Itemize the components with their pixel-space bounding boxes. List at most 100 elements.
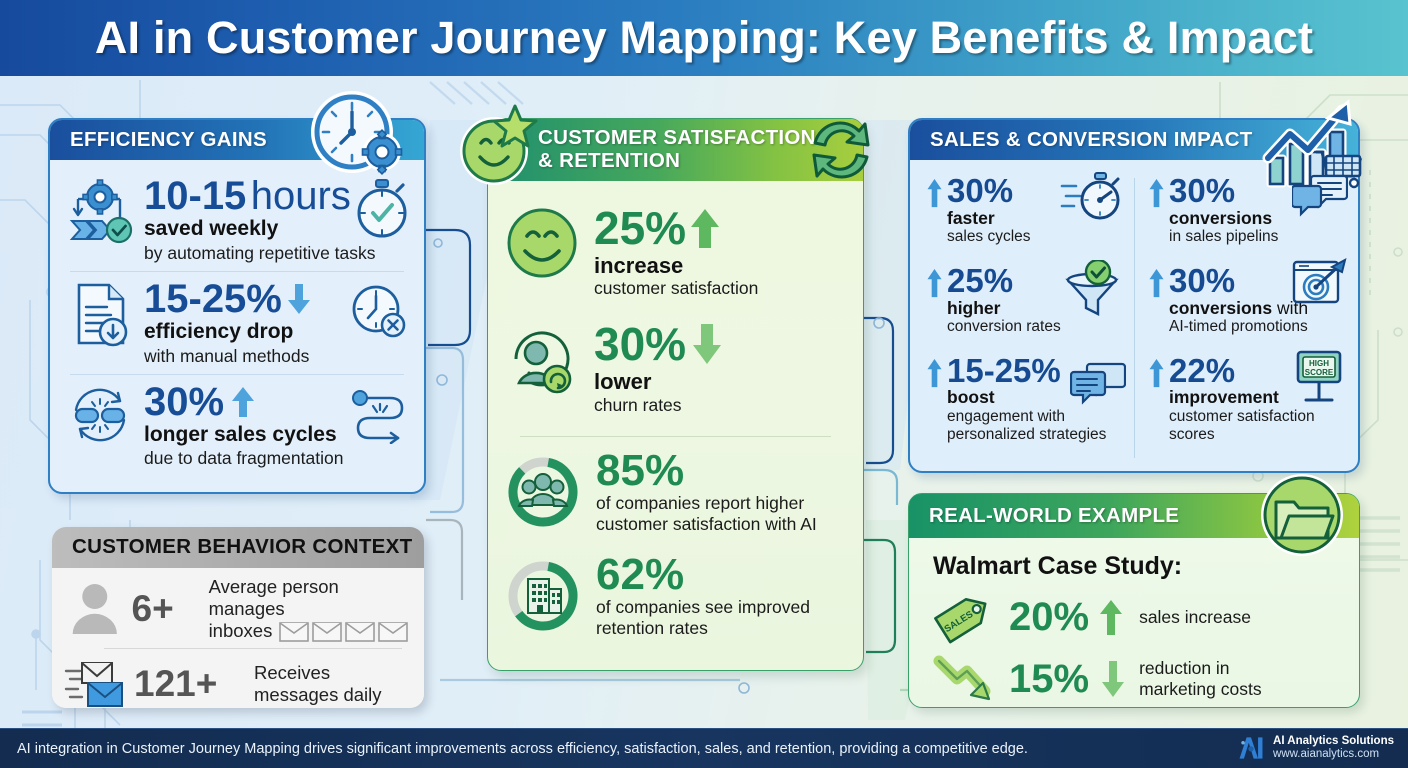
sales-right-label-3: improvement	[1169, 387, 1279, 408]
efficiency-label-1: saved weekly	[144, 217, 279, 240]
sales-tag-icon: SALES	[934, 597, 987, 644]
panel-sales-conversion-impact: SALES & CONVERSION IMPACT	[908, 99, 1363, 473]
open-folder-icon	[1261, 474, 1343, 556]
arrow-up-icon	[1149, 178, 1164, 208]
satisfaction-header: CUSTOMER SATISFACTION & RETENTION	[488, 119, 863, 181]
satisfaction-item: 25% increase customer satisfaction	[504, 205, 847, 299]
behavior-item: 6+ Average person manages inboxes	[64, 576, 412, 642]
satisfaction-label-2: lower	[594, 369, 652, 395]
sales-right-value-2: 30%	[1169, 261, 1236, 299]
satisfaction-label-1: increase	[594, 253, 684, 278]
efficiency-divider-1	[70, 270, 404, 272]
efficiency-value-2: 15-25%	[144, 276, 282, 321]
satisfaction-value-2: 30%	[594, 318, 687, 371]
satisfaction-item: 30% lower churn rates	[504, 321, 847, 415]
satisfaction-value-1: 25%	[594, 202, 687, 254]
chat-bubbles-icon	[1070, 362, 1126, 405]
incoming-mail-icon	[64, 661, 123, 707]
sales-item: 25% higher conversion rates	[926, 259, 1128, 336]
sales-right-value-1: 30%	[1169, 172, 1236, 209]
sales-left-sub-2: conversion rates	[947, 317, 1061, 335]
sales-column-divider	[1134, 178, 1135, 458]
chat-bubbles-icon	[1292, 174, 1348, 217]
efficiency-heading: EFFICIENCY GAINS	[70, 127, 267, 151]
arrow-up-icon	[1100, 600, 1123, 635]
page-header: AI in Customer Journey Mapping: Key Bene…	[0, 0, 1408, 76]
user-return-icon	[514, 331, 572, 394]
brand-name: AI Analytics Solutions	[1273, 735, 1394, 748]
sales-left-label-2: higher	[947, 297, 1001, 318]
satisfaction-body: 25% increase customer satisfaction	[488, 181, 863, 639]
arrow-down-icon	[287, 283, 310, 314]
behavior-value-1: 6+	[131, 588, 174, 630]
sales-item: 30% conversions in sales pipelins	[1148, 172, 1348, 246]
sales-item: 22% improvement customer satisfaction sc…	[1148, 350, 1342, 444]
realworld-heading: REAL-WORLD EXAMPLE	[929, 503, 1180, 527]
efficiency-value-3: 30%	[144, 379, 225, 424]
realworld-text-2b: marketing costs	[1139, 679, 1262, 699]
arrow-up-icon	[1149, 268, 1164, 297]
satisfaction-sub-3: of companies report higher customer sati…	[596, 492, 817, 534]
behavior-header: CUSTOMER BEHAVIOR CONTEXT	[52, 527, 424, 568]
panel-customer-behavior-context: CUSTOMER BEHAVIOR CONTEXT 6+ Average per…	[52, 527, 424, 708]
arrow-up-icon	[1149, 358, 1164, 387]
sales-item: 30% faster sales cycles	[926, 172, 1128, 246]
behavior-text-2a: Receives	[254, 661, 331, 683]
realworld-item: 15% reduction in marketing costs	[909, 653, 1359, 705]
brand-url: www.aianalytics.com	[1273, 748, 1380, 760]
behavior-heading: CUSTOMER BEHAVIOR CONTEXT	[72, 535, 413, 559]
efficiency-label-2: efficiency drop	[144, 319, 294, 343]
smiley-face-icon	[507, 208, 577, 278]
smiley-star-icon	[460, 104, 538, 185]
page-title: AI in Customer Journey Mapping: Key Bene…	[94, 12, 1314, 63]
behavior-value-2: 121+	[134, 663, 218, 705]
behavior-item: 121+ Receives messages daily	[64, 655, 412, 708]
ai-logo-icon	[1239, 737, 1263, 759]
retention-cycle-icon	[812, 121, 870, 179]
document-download-icon	[64, 279, 136, 349]
satisfaction-heading-line2: & RETENTION	[538, 149, 681, 172]
satisfaction-item: 85% of companies report higher customer …	[504, 448, 847, 535]
envelope-icon	[279, 621, 409, 642]
sales-left-column: 30% faster sales cycles	[920, 168, 1134, 444]
satisfaction-divider	[520, 435, 831, 437]
efficiency-unit-1: hours	[250, 174, 351, 218]
svg-text:SCORE: SCORE	[1305, 368, 1334, 377]
sales-item: 15-25% boost engagement with personalize…	[926, 354, 1128, 444]
satisfaction-item: 62% of companies see improved retention …	[504, 549, 847, 639]
satisfaction-value-4: 62%	[596, 549, 685, 599]
arrow-down-icon	[693, 324, 722, 365]
efficiency-item: 30% longer sales cycles due to data frag…	[64, 382, 410, 470]
arrow-up-icon	[232, 386, 255, 417]
sales-right-label-2: conversions	[1169, 297, 1273, 318]
sales-heading: SALES & CONVERSION IMPACT	[930, 127, 1253, 151]
realworld-item: SALES 20% sales increase	[909, 589, 1359, 645]
satisfaction-heading-line1: CUSTOMER SATISFACTION	[538, 126, 816, 150]
sales-right-sub-2: AI-timed promotions	[1169, 317, 1308, 335]
sales-item: 30% conversions with AI-timed promotions	[1148, 257, 1347, 336]
behavior-text-2b: messages daily	[254, 683, 382, 705]
target-arrow-icon	[1292, 257, 1347, 304]
behavior-body: 6+ Average person manages inboxes	[52, 568, 424, 708]
satisfaction-sub-4: of companies see improved retention rate…	[596, 596, 810, 638]
arrow-up-icon	[927, 178, 942, 208]
sales-right-column: 30% conversions in sales pipelins	[1134, 168, 1348, 444]
sales-right-value-3: 22%	[1169, 351, 1236, 389]
broken-link-icon	[64, 382, 136, 448]
efficiency-body: 10-15 hours saved weekly by automating r…	[50, 160, 424, 469]
building-icon	[508, 561, 578, 631]
panel-real-world-example: REAL-WORLD EXAMPLE Walmart Case Study: S…	[908, 474, 1360, 708]
clock-x-icon	[352, 285, 406, 338]
realworld-text-2a: reduction in	[1139, 658, 1230, 678]
brand-block: AI Analytics Solutions www.aianalytics.c…	[1236, 733, 1394, 763]
efficiency-sub-1: by automating repetitive tasks	[144, 242, 376, 263]
realworld-text-1a: sales increase	[1139, 606, 1251, 627]
clock-gear-icon	[311, 91, 403, 176]
stopwatch-check-icon	[357, 179, 407, 238]
panel-customer-satisfaction-retention: CUSTOMER SATISFACTION & RETENTION	[460, 104, 870, 671]
down-trend-arrow-icon	[933, 655, 991, 701]
page-footer: AI integration in Customer Journey Mappi…	[0, 728, 1408, 768]
winding-path-icon	[352, 389, 404, 444]
satisfaction-sub-1: customer satisfaction	[594, 278, 759, 299]
efficiency-sub-3: due to data fragmentation	[144, 448, 344, 469]
